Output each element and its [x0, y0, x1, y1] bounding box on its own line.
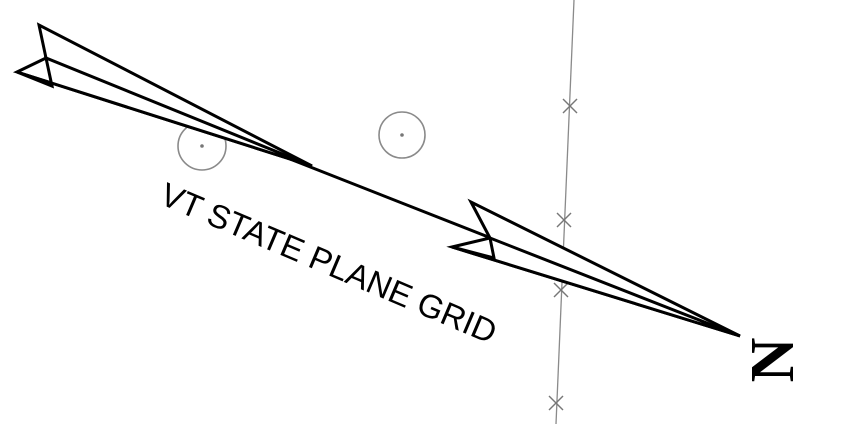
boundary-line [555, 0, 575, 424]
x-mark-icon [548, 395, 564, 411]
arrow-head [446, 198, 741, 338]
arrow-tail-feather [12, 22, 313, 168]
circle-monument-icon [378, 111, 426, 159]
x-mark-icon [562, 98, 578, 114]
north-label: N [739, 338, 807, 383]
x-mark-icon [553, 282, 569, 298]
grid-label: VT STATE PLANE GRID [155, 175, 502, 350]
x-mark-icon [556, 212, 572, 228]
